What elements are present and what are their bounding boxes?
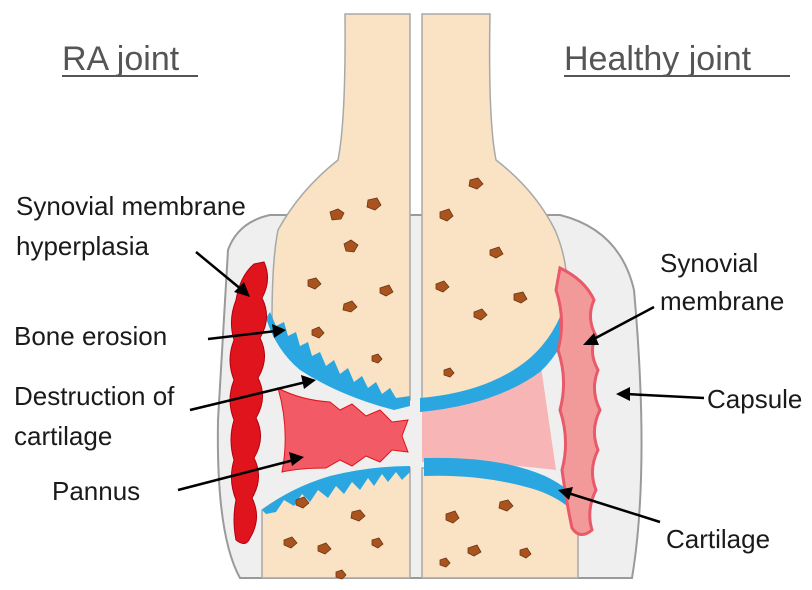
label-capsule: Capsule — [707, 384, 802, 414]
label-bone-erosion: Bone erosion — [14, 321, 167, 351]
label-synovial-line1: Synovial — [660, 248, 758, 278]
label-synovial-hyperplasia-line1: Synovial membrane — [16, 191, 246, 221]
label-synovial-hyperplasia-line2: hyperplasia — [16, 231, 150, 261]
label-cartilage: Cartilage — [666, 524, 770, 554]
healthy-joint-title: Healthy joint — [564, 40, 752, 78]
label-pannus: Pannus — [52, 476, 140, 506]
label-destruction-line2: cartilage — [14, 421, 112, 451]
label-destruction-line1: Destruction of — [14, 381, 175, 411]
label-synovial-line2: membrane — [660, 286, 784, 316]
ra-joint-title: RA joint — [62, 40, 180, 78]
